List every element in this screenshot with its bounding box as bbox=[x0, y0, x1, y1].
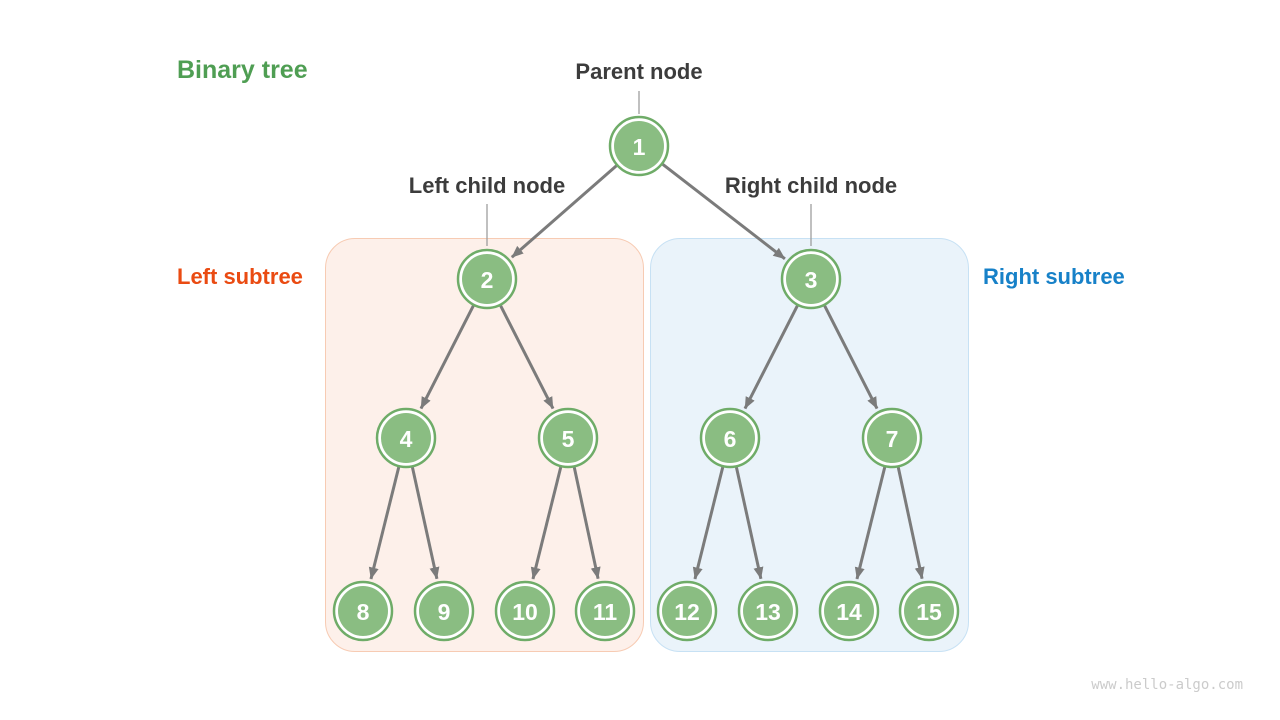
node-disc bbox=[419, 586, 469, 636]
tree-edge-2-4 bbox=[419, 305, 475, 410]
node-value: 3 bbox=[805, 267, 818, 293]
node-value: 1 bbox=[633, 134, 646, 160]
tree-edge-7-14 bbox=[854, 466, 887, 580]
node-disc bbox=[580, 586, 630, 636]
left-child-node-label: Left child node bbox=[408, 173, 566, 198]
tree-edge-3-6 bbox=[743, 305, 799, 410]
node-disc bbox=[705, 413, 755, 463]
tree-edge-6-13 bbox=[734, 466, 764, 580]
tree-edge-1-2 bbox=[510, 164, 618, 259]
node-disc bbox=[381, 413, 431, 463]
node-disc bbox=[543, 413, 593, 463]
diagram-title: Binary tree bbox=[177, 56, 308, 84]
tree-edge-2-5 bbox=[499, 305, 555, 410]
node-value: 2 bbox=[481, 267, 494, 293]
tree-node-15: 15 bbox=[898, 580, 960, 642]
right-subtree-label: Right subtree bbox=[983, 264, 1125, 289]
node-disc bbox=[500, 586, 550, 636]
tree-node-14: 14 bbox=[818, 580, 880, 642]
node-value: 15 bbox=[916, 599, 942, 625]
tree-edge-4-9 bbox=[410, 466, 440, 580]
tree-node-5: 5 bbox=[537, 407, 599, 469]
tree-edge-7-15 bbox=[896, 467, 925, 580]
tree-node-9: 9 bbox=[413, 580, 475, 642]
tree-edge-5-10 bbox=[530, 466, 563, 580]
tree-edge-3-7 bbox=[823, 305, 879, 410]
node-value: 9 bbox=[438, 599, 451, 625]
node-value: 7 bbox=[886, 426, 899, 452]
tree-edge-6-12 bbox=[692, 466, 725, 580]
node-value: 14 bbox=[836, 599, 862, 625]
tree-node-8: 8 bbox=[332, 580, 394, 642]
tree-edge-1-3 bbox=[661, 163, 786, 261]
node-value: 11 bbox=[593, 599, 618, 625]
tree-edge-5-11 bbox=[572, 467, 601, 580]
watermark: www.hello-algo.com bbox=[1091, 677, 1243, 693]
node-disc bbox=[786, 254, 836, 304]
node-value: 8 bbox=[357, 599, 370, 625]
node-value: 10 bbox=[512, 599, 538, 625]
tree-node-10: 10 bbox=[494, 580, 556, 642]
node-value: 5 bbox=[562, 426, 575, 452]
right-child-node-label: Right child node bbox=[724, 173, 898, 198]
node-disc bbox=[462, 254, 512, 304]
node-value: 12 bbox=[674, 599, 700, 625]
tree-node-3: 3 bbox=[780, 248, 842, 310]
left-subtree-label: Left subtree bbox=[177, 264, 303, 289]
tree-node-1: 1 bbox=[608, 115, 670, 177]
node-value: 13 bbox=[755, 599, 781, 625]
tree-node-4: 4 bbox=[375, 407, 437, 469]
tree-node-13: 13 bbox=[737, 580, 799, 642]
node-disc bbox=[824, 586, 874, 636]
tree-node-11: 11 bbox=[574, 580, 636, 642]
tree-node-2: 2 bbox=[456, 248, 518, 310]
node-value: 4 bbox=[400, 426, 413, 452]
node-disc bbox=[904, 586, 954, 636]
node-disc bbox=[614, 121, 664, 171]
tree-node-7: 7 bbox=[861, 407, 923, 469]
node-disc bbox=[338, 586, 388, 636]
parent-node-label: Parent node bbox=[575, 59, 703, 84]
node-disc bbox=[662, 586, 712, 636]
tree-node-12: 12 bbox=[656, 580, 718, 642]
node-value: 6 bbox=[724, 426, 737, 452]
tree-node-6: 6 bbox=[699, 407, 761, 469]
node-disc bbox=[867, 413, 917, 463]
tree-edge-4-8 bbox=[368, 466, 401, 580]
node-disc bbox=[743, 586, 793, 636]
